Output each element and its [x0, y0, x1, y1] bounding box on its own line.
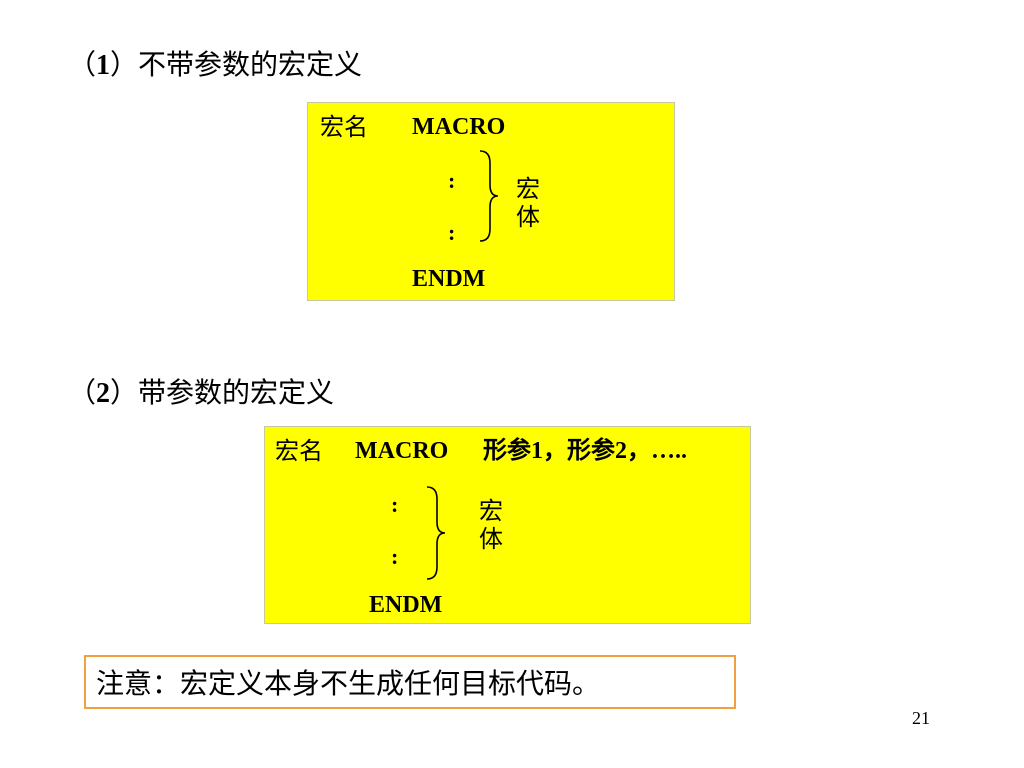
- macro-body-label: 宏体: [516, 175, 540, 231]
- section2-heading-open: （: [68, 376, 97, 409]
- formal-params-list: 形参1，形参2，…..: [483, 438, 687, 464]
- section1-heading-open: （: [68, 48, 97, 81]
- right-brace-icon: [426, 486, 446, 580]
- ellipsis-dot-bottom: :: [448, 220, 456, 245]
- macro-name-label: 宏名: [320, 113, 368, 141]
- macro-no-params-box: 宏名 MACRO : : 宏体 ENDM: [307, 102, 675, 301]
- page-number: 21: [912, 708, 930, 728]
- ellipsis-dot-top: :: [391, 492, 399, 517]
- note-box: 注意：宏定义本身不生成任何目标代码。: [84, 655, 736, 709]
- macro-keyword: MACRO: [412, 114, 506, 140]
- ellipsis-dot-bottom: :: [391, 544, 399, 569]
- right-brace-icon: [479, 150, 499, 242]
- endm-keyword: ENDM: [412, 266, 486, 292]
- macro-keyword: MACRO: [355, 438, 449, 464]
- section1-heading-number: 1: [96, 50, 111, 81]
- section2-heading-number: 2: [96, 378, 111, 409]
- section1-heading: （1）不带参数的宏定义: [68, 48, 362, 83]
- section2-heading: （2）带参数的宏定义: [68, 376, 334, 411]
- endm-keyword: ENDM: [369, 592, 443, 618]
- macro-body-label: 宏体: [479, 497, 503, 553]
- section1-heading-text: ）不带参数的宏定义: [110, 48, 363, 81]
- note-text: 注意：宏定义本身不生成任何目标代码。: [96, 667, 601, 700]
- ellipsis-dot-top: :: [448, 168, 456, 193]
- macro-with-params-box: 宏名 MACRO 形参1，形参2，….. : : 宏体 ENDM: [264, 426, 751, 624]
- section2-heading-text: ）带参数的宏定义: [110, 376, 335, 409]
- macro-name-label: 宏名: [275, 437, 323, 465]
